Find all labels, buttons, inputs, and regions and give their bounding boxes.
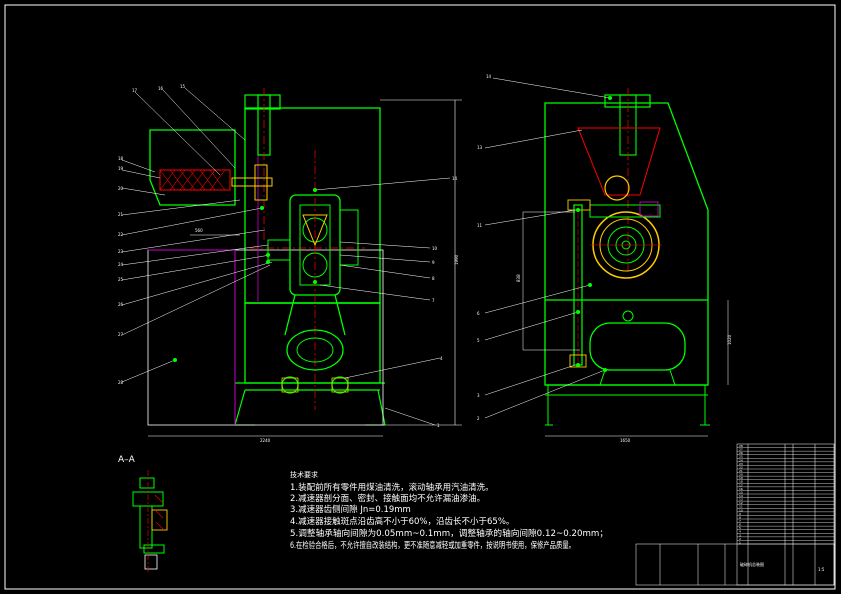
title-block-row-number: 9 bbox=[739, 512, 741, 516]
callout-17: 17 bbox=[132, 88, 138, 93]
requirements-title: 技术要求 bbox=[290, 470, 318, 479]
front-view-leaders bbox=[121, 87, 451, 426]
requirement-3: 3.减速器齿侧间隙 Jn=0.19mm bbox=[290, 504, 411, 515]
callout-24: 24 bbox=[118, 262, 124, 267]
front-view: 2240 1990 560 bbox=[147, 88, 462, 443]
title-block-row-number: 20 bbox=[739, 473, 743, 477]
requirement-5: 5.调整轴承轴向间隙为0.05mm~0.1mm，调整轴承的轴向间隙0.12~0.… bbox=[290, 528, 608, 539]
dim-right-mid: 838 bbox=[516, 274, 521, 282]
technical-requirements: 技术要求 1.装配前所有零件用煤油清洗，滚动轴承用汽油清洗。 2.减速器剖分面、… bbox=[290, 470, 608, 551]
title-block-row-number: 24 bbox=[739, 458, 743, 462]
title-block-row-number: 15 bbox=[739, 490, 743, 494]
callout-9: 9 bbox=[432, 260, 435, 265]
callout-r2: 2 bbox=[477, 416, 480, 421]
section-label: A–A bbox=[118, 455, 136, 465]
callout-19: 19 bbox=[118, 166, 124, 171]
title-block-row-number: 6 bbox=[739, 523, 741, 527]
title-block-row-number: 21 bbox=[739, 469, 743, 473]
dim-right-low: 1020 bbox=[727, 334, 732, 345]
title-block-row-number: 19 bbox=[739, 476, 743, 480]
callout-25: 25 bbox=[118, 277, 124, 282]
side-view-callout-dots bbox=[576, 96, 612, 372]
callout-1: 1 bbox=[437, 423, 440, 428]
title-block bbox=[635, 443, 835, 586]
drawing-scale: 1:5 bbox=[818, 567, 825, 572]
title-block-row-number: 2 bbox=[739, 537, 741, 541]
dim-left-height: 1990 bbox=[454, 254, 459, 265]
requirement-4: 4.减速器接触斑点沿齿高不小于60%，沿齿长不小于65%。 bbox=[290, 516, 514, 527]
title-block-row-number: 14 bbox=[739, 494, 743, 498]
title-block-row-number: 13 bbox=[739, 498, 743, 502]
callout-18: 18 bbox=[118, 156, 124, 161]
callout-20: 20 bbox=[118, 186, 124, 191]
title-block-row-number: 7 bbox=[739, 519, 741, 523]
callout-16: 16 bbox=[158, 86, 164, 91]
callout-r3: 3 bbox=[477, 393, 480, 398]
callout-21: 21 bbox=[118, 212, 124, 217]
title-block-row-number: 17 bbox=[739, 483, 743, 487]
requirement-2: 2.减速器剖分面、密封、接触面均不允许漏油渗油。 bbox=[290, 493, 485, 504]
title-block-row-number: 27 bbox=[739, 448, 743, 452]
callout-15: 15 bbox=[180, 84, 186, 89]
title-block-row-number: 28 bbox=[739, 444, 743, 448]
callout-r14: 14 bbox=[486, 74, 492, 79]
side-view-callouts: 14 13 11 6 5 3 2 bbox=[477, 74, 492, 421]
title-block-row-number: 3 bbox=[739, 533, 741, 537]
title-block-row-number: 22 bbox=[739, 465, 743, 469]
front-view-callouts: 17 16 15 18 19 20 21 22 23 24 25 26 27 2… bbox=[118, 84, 458, 428]
title-block-row-number: 10 bbox=[739, 508, 743, 512]
callout-r6: 6 bbox=[477, 311, 480, 316]
callout-8: 8 bbox=[432, 276, 435, 281]
title-block-row-number: 4 bbox=[739, 530, 741, 534]
dim-left-width: 2240 bbox=[260, 438, 271, 443]
callout-22: 22 bbox=[118, 232, 124, 237]
title-block-row-number: 16 bbox=[739, 487, 743, 491]
title-block-row-number: 18 bbox=[739, 480, 743, 484]
callout-14: 14 bbox=[452, 176, 458, 181]
callout-10: 10 bbox=[432, 246, 438, 251]
callout-27: 27 bbox=[118, 332, 124, 337]
callout-4: 4 bbox=[440, 356, 443, 361]
title-block-row-number: 8 bbox=[739, 515, 741, 519]
title-block-row-number: 5 bbox=[739, 526, 741, 530]
dim-right-width: 1650 bbox=[620, 438, 631, 443]
sheet-border bbox=[4, 4, 836, 590]
title-block-row-number: 11 bbox=[739, 505, 743, 509]
side-view-leaders bbox=[484, 77, 611, 419]
callout-r5: 5 bbox=[477, 338, 480, 343]
callout-28: 28 bbox=[118, 380, 124, 385]
title-block-rows: 2827262524232221201918171615141312111098… bbox=[737, 444, 834, 544]
callout-r13: 13 bbox=[477, 145, 483, 150]
dim-left-inner: 560 bbox=[195, 228, 203, 233]
title-block-row-number: 23 bbox=[739, 462, 743, 466]
title-block-row-number: 1 bbox=[739, 540, 741, 544]
callout-r11: 11 bbox=[477, 223, 483, 228]
title-block-row-number: 26 bbox=[739, 451, 743, 455]
front-view-callout-dots bbox=[173, 188, 317, 362]
requirement-6: 6.在检验合格后，不允许擅自改装结构，更不准随意减轻或加重零件，按说明书使用，保… bbox=[290, 540, 575, 551]
drawing-title: 破碎机总装图 bbox=[740, 561, 764, 567]
callout-23: 23 bbox=[118, 249, 124, 254]
side-view: 1650 838 1020 bbox=[516, 88, 732, 443]
callout-26: 26 bbox=[118, 302, 124, 307]
callout-7: 7 bbox=[432, 298, 435, 303]
title-block-row-number: 25 bbox=[739, 455, 743, 459]
requirement-1: 1.装配前所有零件用煤油清洗，滚动轴承用汽油清洗。 bbox=[290, 482, 494, 493]
section-a-a: A–A bbox=[118, 455, 168, 572]
title-block-row-number: 12 bbox=[739, 501, 743, 505]
